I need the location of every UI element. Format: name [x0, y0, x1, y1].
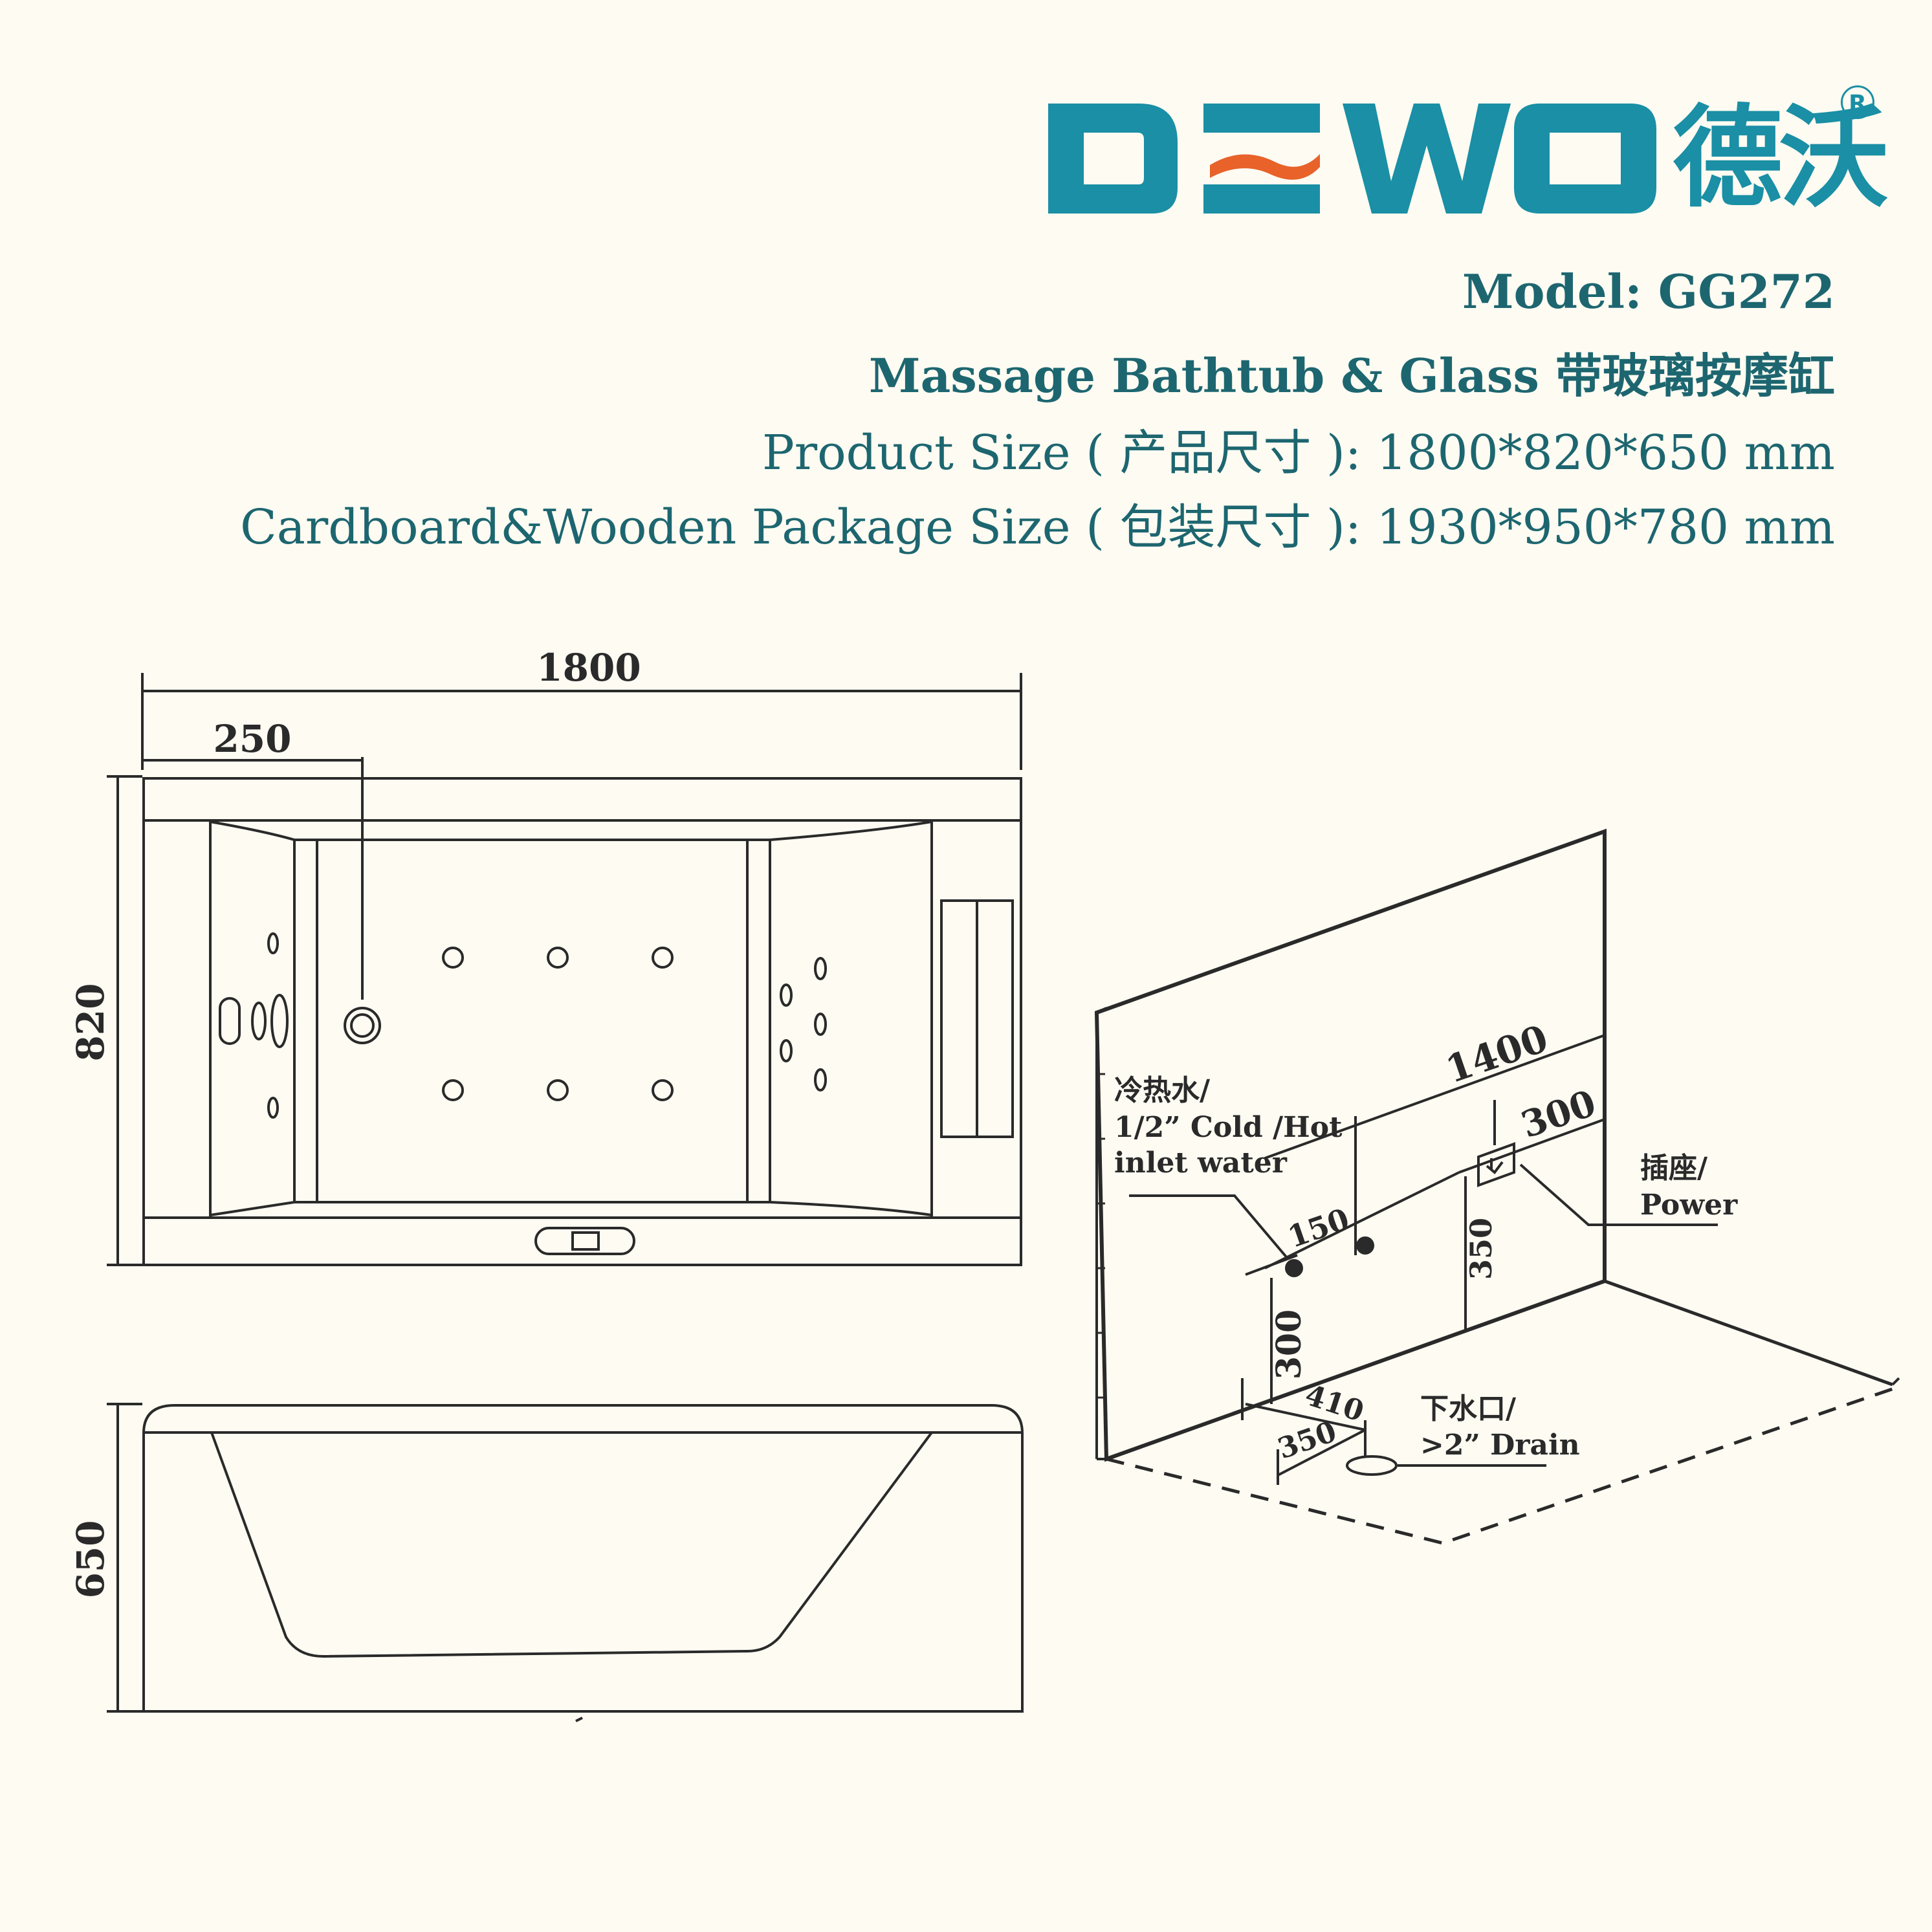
drain-label-line2: >2” Drain — [1420, 1429, 1580, 1462]
registered-mark: R — [1841, 85, 1874, 119]
water-label-line2: 1/2” Cold /Hot — [1114, 1111, 1343, 1144]
dim-length: 1800 — [536, 646, 641, 690]
drain-label-line1: 下水口/ — [1420, 1392, 1517, 1425]
model-number: Model: GG272 — [1462, 264, 1835, 319]
power-label-line1: 插座/ — [1640, 1152, 1708, 1185]
power-label-line2: Power — [1640, 1189, 1738, 1222]
installation-view — [1094, 828, 1900, 1545]
package-size: Cardboard&Wooden Package Size ( 包装尺寸 ): … — [240, 499, 1835, 555]
dim-pipe-spacing: 150 — [1284, 1202, 1354, 1255]
dim-drain-offset: 250 — [213, 717, 291, 761]
dim-width: 820 — [69, 983, 113, 1061]
dim-socket-height: 350 — [1464, 1218, 1498, 1280]
water-label-line1: 冷热水/ — [1114, 1074, 1211, 1107]
product-name: Massage Bathtub & Glass 带玻璃按摩缸 — [868, 348, 1835, 403]
dim-wall-length: 1400 — [1440, 1016, 1553, 1092]
dim-height: 650 — [69, 1520, 113, 1598]
product-size: Product Size ( 产品尺寸 ): 1800*820*650 mm — [762, 425, 1835, 481]
top-view — [107, 673, 1022, 1266]
brand-logo — [1048, 104, 1656, 214]
dim-drain-x: 410 — [1301, 1379, 1368, 1429]
dim-drain-y: 350 — [1274, 1415, 1341, 1465]
dim-pipe-height: 300 — [1269, 1310, 1309, 1380]
side-view — [107, 1403, 1024, 1722]
water-label-line3: inlet water — [1114, 1147, 1288, 1180]
